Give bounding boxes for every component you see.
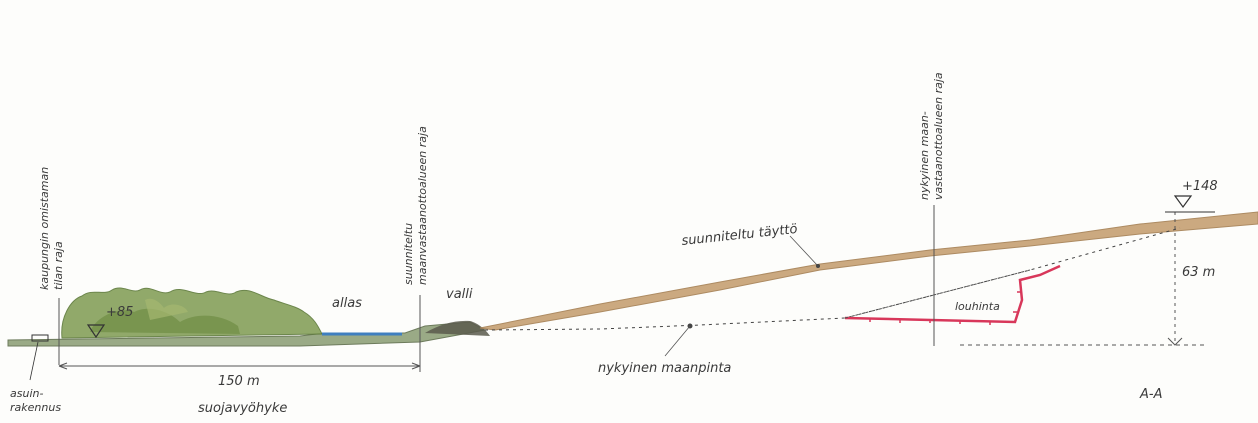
- quarry-outline: [844, 264, 1061, 324]
- existing-ground-label: nykyinen maanpinta: [598, 361, 731, 376]
- top-level-marker: [1165, 195, 1215, 213]
- height-dimension: [960, 212, 1205, 346]
- planned-fill-label: suunniteltu täyttö: [681, 222, 798, 249]
- embankment-mound: [425, 320, 490, 336]
- planned-fill: [479, 211, 1258, 331]
- fill-leader: [789, 235, 819, 267]
- existing-ground-line: [484, 227, 1181, 331]
- planned-boundary-label-2: maanvastaanottoalueen raja: [416, 126, 429, 285]
- fill-leader-dot: [816, 264, 820, 268]
- current-boundary-label-1: nykyinen maan-: [918, 111, 931, 200]
- residential-label-2: rakennus: [10, 401, 61, 414]
- pool-label: allas: [332, 296, 362, 311]
- forest: [61, 287, 323, 339]
- residential-label-1: asuin-: [10, 387, 43, 400]
- top-level-label: +148: [1182, 179, 1218, 194]
- residential-symbol: [29, 334, 49, 381]
- city-boundary-label-2: tilan raja: [52, 241, 65, 290]
- forest-level-label: +85: [106, 305, 133, 320]
- buffer-zone-label: suojavyöhyke: [198, 401, 287, 416]
- embankment-label: valli: [446, 287, 473, 302]
- city-boundary-label-1: kaupungin omistaman: [38, 167, 51, 290]
- ground-leader: [664, 325, 691, 357]
- section-id-label: A-A: [1139, 387, 1162, 402]
- distance-dimension: [58, 362, 421, 370]
- planned-boundary-label-1: suunniteltu: [402, 223, 415, 285]
- quarry-ticks: [869, 291, 1021, 325]
- height-label: 63 m: [1182, 265, 1215, 280]
- distance-label: 150 m: [218, 374, 260, 389]
- quarry-label: louhinta: [955, 300, 1000, 313]
- current-boundary-label-2: vastaanottoalueen raja: [932, 72, 945, 200]
- forest-level-marker: [86, 324, 106, 339]
